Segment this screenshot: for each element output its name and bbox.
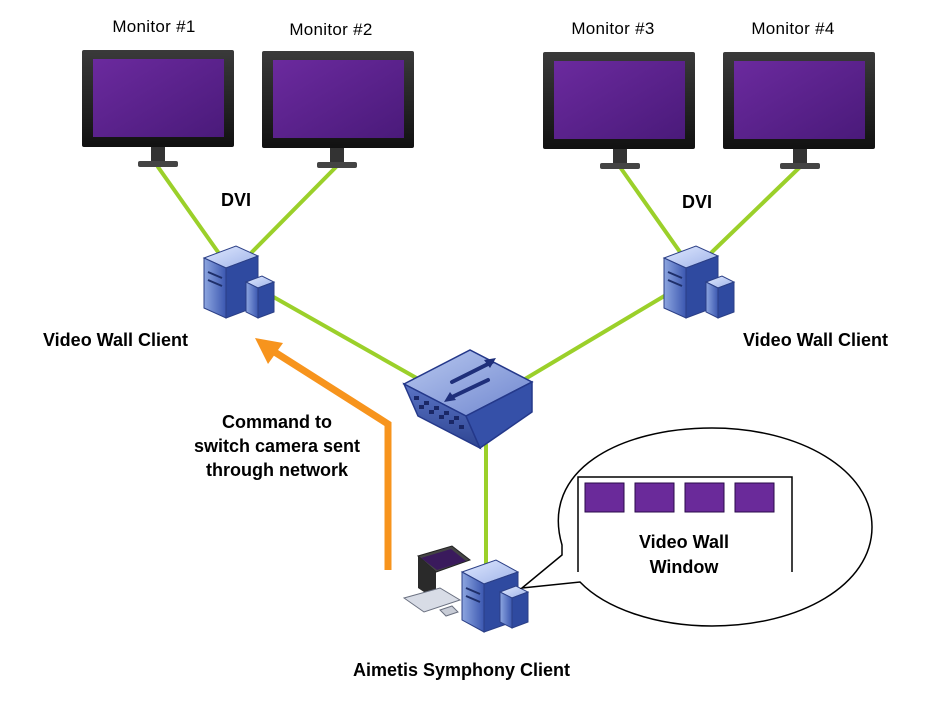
video-wall-window-label: Video Wall Window [604,530,764,580]
monitor-screen [273,60,404,138]
network-switch-icon [402,349,534,450]
monitor-2 [262,51,414,168]
command-arrow [255,338,392,570]
right-dvi-label: DVI [682,192,713,212]
bubble-line-1: Video Wall [638,532,730,552]
monitor-1-label: Monitor #1 [112,17,196,36]
command-text: Command to switch camera sent through ne… [172,410,382,482]
command-line-2: switch camera sent [193,436,361,456]
video-wall-tile-3 [684,482,725,513]
cable-monitor4-client [710,165,802,254]
monitor-screen [734,61,865,139]
bubble-line-2: Window [649,557,719,577]
monitor-3 [543,52,695,169]
cable-monitor1-client [156,165,220,254]
symphony-client-label: Aimetis Symphony Client [353,660,571,680]
command-line-1: Command to [222,412,332,432]
command-line-3: through network [206,460,348,480]
monitor-2-label: Monitor #2 [289,20,373,39]
monitor-screen [93,59,224,137]
right-client-label: Video Wall Client [743,330,889,350]
left-client-server-icon [202,245,276,319]
left-client-label: Video Wall Client [43,330,189,350]
monitor-4 [723,52,875,169]
video-wall-tile-4 [734,482,775,513]
symphony-workstation-icon [402,545,530,633]
cable-monitor3-client [618,165,682,254]
monitor-1 [82,50,234,167]
video-wall-window-frame [577,476,793,572]
monitor-4-label: Monitor #4 [751,19,835,38]
video-wall-window-bubble [519,427,873,627]
cable-left-client-switch [268,293,422,382]
right-client-server-icon [662,245,736,319]
network-cables [156,165,802,567]
monitor-screen [554,61,685,139]
monitor-3-label: Monitor #3 [571,19,655,38]
cable-monitor2-client [250,165,338,254]
video-wall-tile-2 [634,482,675,513]
video-wall-tile-1 [584,482,625,513]
cable-right-client-switch [518,293,668,384]
left-dvi-label: DVI [221,190,252,210]
